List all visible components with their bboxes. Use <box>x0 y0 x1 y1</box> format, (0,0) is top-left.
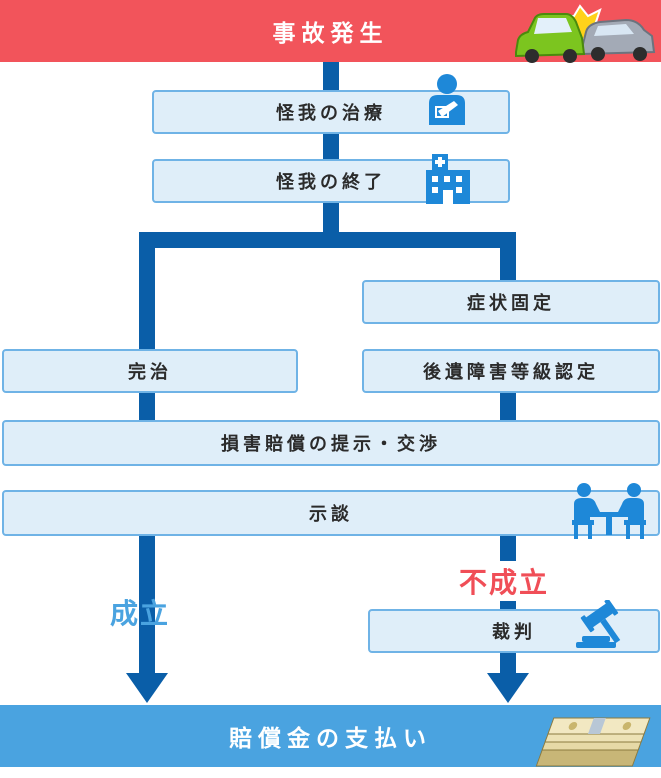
arrow-down-left <box>126 673 168 703</box>
car-crash-icon <box>515 4 656 63</box>
flow-line-right-mid <box>500 392 516 422</box>
step-settlement: 示談 <box>2 490 660 536</box>
step-settlement-label: 示談 <box>309 504 353 525</box>
step-full-recovery-label: 完治 <box>128 362 172 383</box>
step-trial-label: 裁判 <box>492 622 536 643</box>
outcome-success: 成立 <box>110 597 171 630</box>
flow-line-right-down <box>500 232 516 282</box>
money-stack-icon <box>535 717 651 767</box>
flow-line-left-mid <box>139 392 155 422</box>
gavel-icon <box>576 600 621 648</box>
step-full-recovery: 完治 <box>2 349 298 393</box>
flow-line-left-down <box>139 232 155 350</box>
flow-line-trunk <box>323 60 339 232</box>
outcome-failure: 不成立 <box>457 561 552 601</box>
arrow-down-right <box>487 673 529 703</box>
flow-line-branch-horizontal <box>139 232 516 248</box>
hospital-icon <box>426 154 470 204</box>
meeting-icon <box>572 483 646 539</box>
payment-title: 賠償金の支払い <box>229 726 432 752</box>
injured-person-icon <box>429 74 465 125</box>
step-symptom-fixed-label: 症状固定 <box>467 293 555 314</box>
flow-line-right-b <box>500 651 516 675</box>
step-offer-label: 損害賠償の提示・交渉 <box>221 434 441 455</box>
step-disability-cert-label: 後遺障害等級認定 <box>423 362 599 383</box>
flow-line-left-final <box>139 535 155 675</box>
step-treatment-label: 怪我の治療 <box>276 103 386 124</box>
accident-title: 事故発生 <box>272 21 389 47</box>
step-injury-end-label: 怪我の終了 <box>276 172 386 193</box>
step-disability-cert: 後遺障害等級認定 <box>362 349 660 393</box>
step-offer: 損害賠償の提示・交渉 <box>2 420 660 466</box>
step-symptom-fixed: 症状固定 <box>362 280 660 324</box>
